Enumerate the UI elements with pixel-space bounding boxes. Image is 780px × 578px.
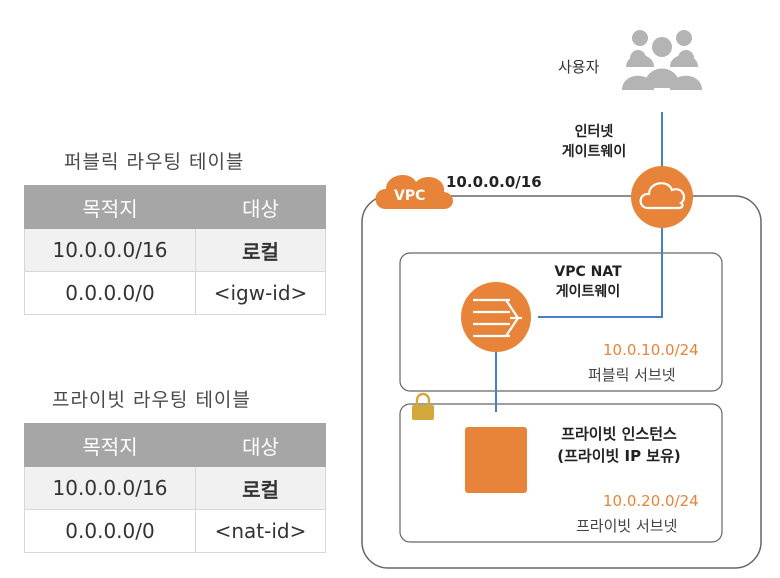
target-cell: 로컬 — [195, 466, 326, 510]
public-route-table-title: 퍼블릭 라우팅 테이블 — [64, 151, 245, 173]
internet-gateway-icon — [631, 166, 693, 228]
column-header-target: 대상 — [195, 423, 326, 467]
table-row: 10.0.0.0/16 로컬 — [24, 466, 326, 510]
private-instance-icon — [465, 427, 527, 493]
table-row: 10.0.0.0/16 로컬 — [24, 228, 326, 272]
private-subnet-cidr: 10.0.20.0/24 — [603, 492, 699, 510]
public-subnet-name: 퍼블릭 서브넷 — [588, 366, 676, 384]
internet-gateway-label: 인터넷 게이트웨이 — [546, 122, 642, 162]
table-row: 0.0.0.0/0 <nat-id> — [24, 509, 326, 553]
private-subnet-name: 프라이빗 서브넷 — [576, 517, 678, 535]
internet-gateway-label-line1: 인터넷 — [574, 124, 614, 140]
private-route-table-title: 프라이빗 라우팅 테이블 — [52, 389, 251, 411]
private-subnet-box — [399, 403, 723, 543]
internet-gateway-label-line2: 게이트웨이 — [561, 144, 627, 160]
destination-cell: 0.0.0.0/0 — [24, 271, 196, 315]
private-instance-label-line2: (프라이빗 IP 보유) — [557, 447, 681, 465]
target-cell: 로컬 — [195, 228, 326, 272]
destination-cell: 10.0.0.0/16 — [24, 228, 196, 272]
table-row: 0.0.0.0/0 <igw-id> — [24, 271, 326, 315]
target-cell: <igw-id> — [195, 271, 326, 315]
public-subnet-cidr: 10.0.10.0/24 — [603, 341, 699, 359]
lock-icon — [412, 392, 434, 420]
public-subnet-box — [399, 252, 723, 392]
vpc-boundary — [361, 195, 762, 569]
destination-cell: 0.0.0.0/0 — [24, 509, 196, 553]
nat-gateway-label: VPC NAT 게이트웨이 — [538, 262, 638, 302]
target-cell: <nat-id> — [195, 509, 326, 553]
private-instance-label: 프라이빗 인스턴스 (프라이빗 IP 보유) — [534, 423, 704, 467]
column-header-target: 대상 — [195, 185, 326, 229]
users-label: 사용자 — [558, 58, 600, 76]
igw-to-nat-line — [538, 228, 663, 318]
column-header-destination: 목적지 — [24, 423, 196, 467]
public-route-table: 목적지 대상 10.0.0.0/16 로컬 0.0.0.0/0 <igw-id> — [24, 185, 326, 315]
vpc-cloud-icon — [375, 174, 453, 209]
nat-gateway-label-line1: VPC NAT — [554, 264, 622, 280]
vpc-cidr: 10.0.0.0/16 — [446, 173, 542, 191]
vpc-badge-label: VPC — [394, 188, 426, 204]
users-icon — [622, 30, 702, 90]
nat-gateway-icon — [461, 282, 531, 352]
private-route-table: 목적지 대상 10.0.0.0/16 로컬 0.0.0.0/0 <nat-id> — [24, 423, 326, 553]
nat-gateway-label-line2: 게이트웨이 — [555, 284, 621, 300]
private-instance-label-line1: 프라이빗 인스턴스 — [561, 425, 677, 443]
